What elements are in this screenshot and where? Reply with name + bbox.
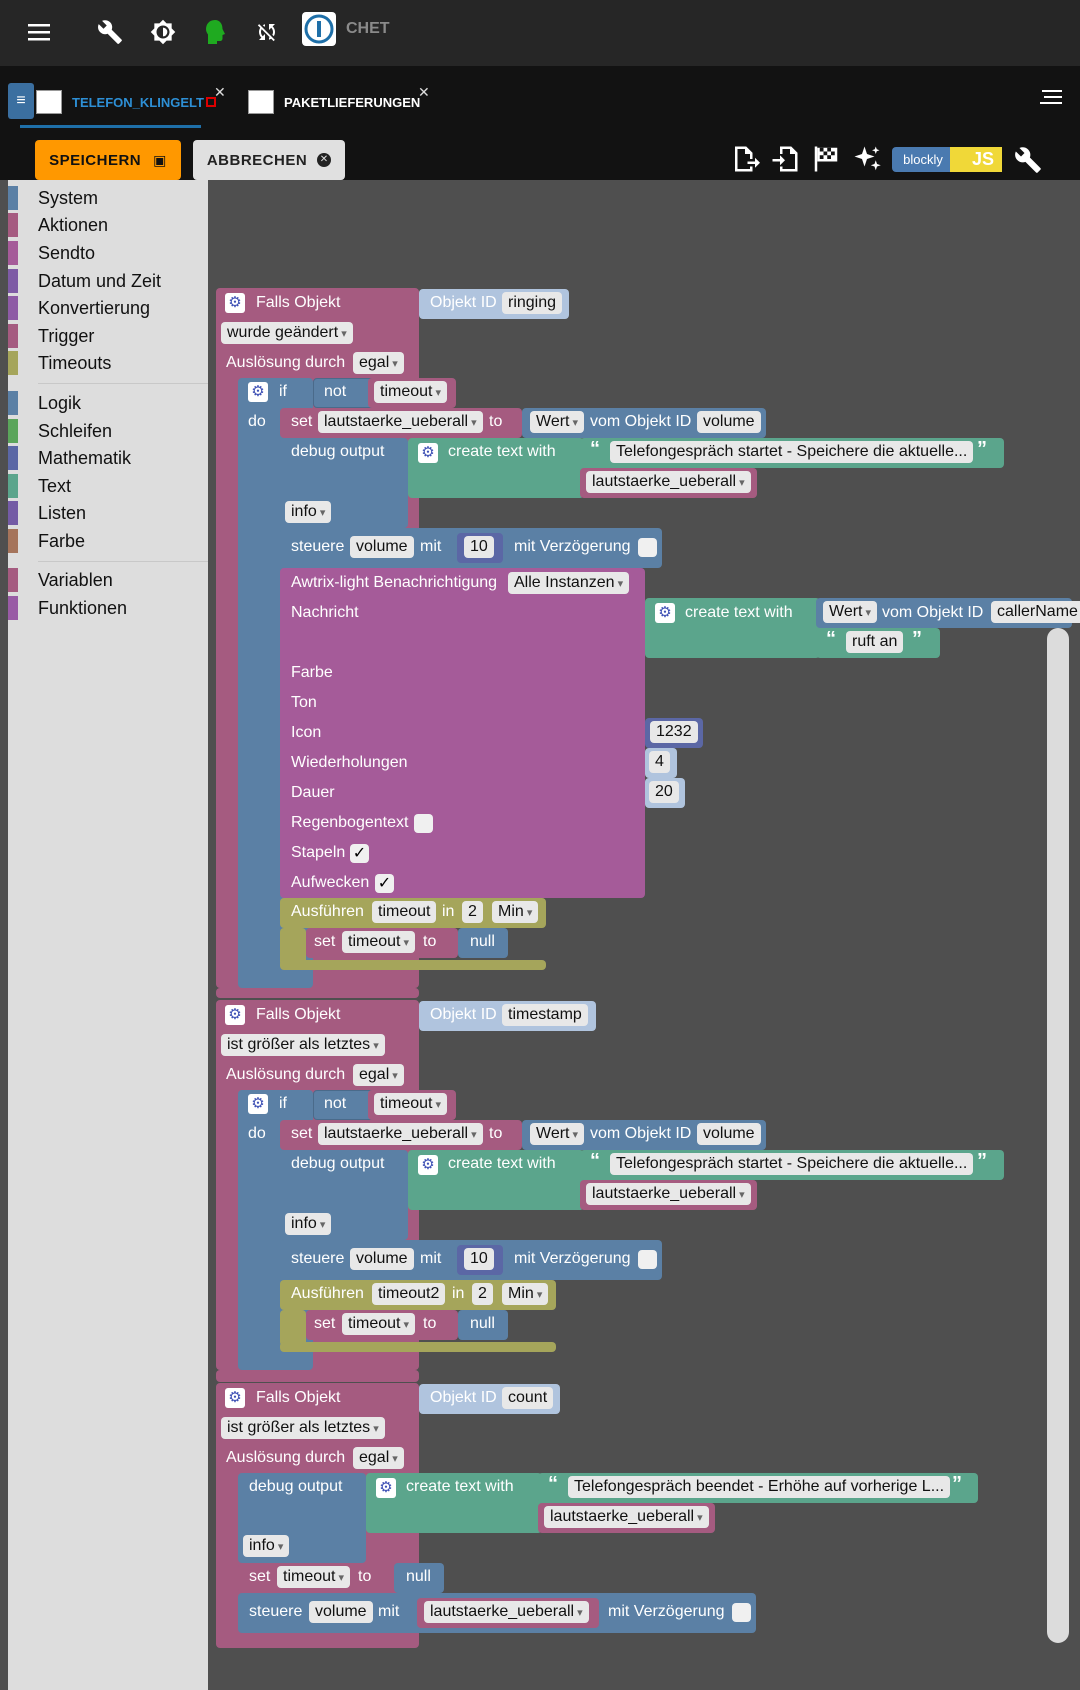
tab-close-icon[interactable]: ✕ (214, 84, 226, 100)
tab-close-icon[interactable]: ✕ (418, 84, 430, 100)
block-category-sidebar: System Aktionen Sendto Datum und Zeit Ko… (8, 180, 208, 1690)
variable-dropdown[interactable]: lautstaerke_ueberall (318, 411, 483, 433)
tab-paketlieferungen[interactable]: PAKETLIEFERUNGEN (248, 86, 420, 118)
import-icon[interactable] (770, 144, 800, 179)
category-datum-und-zeit[interactable]: Datum und Zeit (8, 268, 208, 294)
export-icon[interactable] (730, 144, 760, 179)
trigger-condition-dropdown[interactable]: ist größer als letztes (221, 1417, 385, 1439)
close-quote-icon: ” (977, 1150, 987, 1172)
tab-telefon-klingelt[interactable]: TELEFON_KLINGELT (36, 86, 216, 118)
rainbow-checkbox[interactable] (414, 814, 433, 833)
gear-icon[interactable]: ⚙ (225, 1005, 245, 1025)
sparkle-icon[interactable] (852, 144, 882, 179)
settings-wrench-icon[interactable] (1014, 146, 1042, 179)
stack-checkbox[interactable]: ✓ (350, 844, 369, 863)
null-block[interactable] (458, 1310, 508, 1340)
flag-checkered-icon[interactable] (811, 144, 841, 179)
category-trigger[interactable]: Trigger (8, 323, 208, 349)
top-bar: CHET (0, 0, 1080, 66)
category-farbe[interactable]: Farbe (8, 528, 208, 554)
null-block[interactable] (394, 1563, 444, 1593)
gear-icon[interactable]: ⚙ (248, 382, 268, 402)
tab-thumbnail-icon (36, 90, 62, 114)
category-system[interactable]: System (8, 185, 208, 211)
gear-icon[interactable]: ⚙ (418, 1155, 438, 1175)
workspace-scrollbar[interactable] (1047, 628, 1069, 1643)
cancel-circle-icon: ✕ (317, 153, 332, 167)
log-level-dropdown[interactable]: info (285, 501, 332, 523)
category-text[interactable]: Text (8, 473, 208, 499)
delay-checkbox[interactable] (732, 1603, 751, 1622)
category-separator (38, 383, 208, 384)
category-separator (38, 561, 208, 562)
delay-checkbox[interactable] (638, 538, 657, 557)
unsaved-indicator-icon (205, 97, 216, 107)
ausloesung-dropdown[interactable]: egal (353, 352, 404, 374)
trigger-condition-dropdown[interactable]: ist größer als letztes (221, 1034, 385, 1056)
category-schleifen[interactable]: Schleifen (8, 418, 208, 444)
blockly-js-toggle[interactable]: blockly JS (892, 147, 1002, 172)
category-variablen[interactable]: Variablen (8, 567, 208, 593)
gear-icon[interactable]: ⚙ (376, 1478, 396, 1498)
script-list-toggle-icon[interactable]: ≡ (8, 83, 34, 119)
gear-icon[interactable]: ⚙ (225, 1388, 245, 1408)
wakeup-checkbox[interactable]: ✓ (375, 874, 394, 893)
gear-icon[interactable]: ⚙ (248, 1094, 268, 1114)
awtrix-notification-block[interactable] (280, 568, 645, 898)
menu-icon[interactable] (24, 16, 56, 48)
category-listen[interactable]: Listen (8, 500, 208, 526)
tab-bar: ≡ TELEFON_KLINGELT ✕ PAKETLIEFERUNGEN ✕ (0, 66, 1080, 130)
iobroker-logo[interactable] (302, 12, 336, 46)
null-block[interactable] (458, 928, 508, 958)
sort-list-icon[interactable] (1040, 88, 1062, 111)
open-quote-icon: “ (826, 628, 836, 650)
brightness-icon[interactable] (147, 16, 179, 48)
trigger-condition-dropdown[interactable]: wurde geändert (221, 322, 353, 344)
save-button[interactable]: SPEICHERN ▣ (35, 140, 181, 180)
tab-thumbnail-icon (248, 90, 274, 114)
gear-icon[interactable]: ⚙ (655, 603, 675, 623)
active-tab-indicator (20, 125, 201, 128)
head-icon[interactable] (199, 16, 231, 48)
sync-off-icon[interactable] (251, 16, 283, 48)
gear-icon[interactable]: ⚙ (418, 443, 438, 463)
object-id-value[interactable]: ringing (502, 292, 563, 314)
category-sendto[interactable]: Sendto (8, 240, 208, 266)
delay-checkbox[interactable] (638, 1250, 657, 1269)
close-quote-icon: ” (952, 1473, 962, 1495)
wrench-icon[interactable] (94, 16, 126, 48)
category-konvertierung[interactable]: Konvertierung (8, 295, 208, 321)
close-quote-icon: ” (912, 628, 922, 650)
category-timeouts[interactable]: Timeouts (8, 350, 208, 376)
category-aktionen[interactable]: Aktionen (8, 212, 208, 238)
category-funktionen[interactable]: Funktionen (8, 595, 208, 621)
category-mathematik[interactable]: Mathematik (8, 445, 208, 471)
cancel-button[interactable]: ABBRECHEN ✕ (193, 140, 345, 180)
instance-dropdown[interactable]: Alle Instanzen (508, 572, 630, 594)
open-quote-icon: “ (590, 438, 600, 460)
open-quote-icon: “ (590, 1150, 600, 1172)
close-quote-icon: ” (977, 438, 987, 460)
timeout-var-dropdown[interactable]: timeout (374, 381, 448, 403)
floppy-icon: ▣ (153, 151, 167, 168)
category-logik[interactable]: Logik (8, 390, 208, 416)
gear-icon[interactable]: ⚙ (225, 293, 245, 313)
open-quote-icon: “ (548, 1473, 558, 1495)
brand-text: CHET (346, 20, 390, 37)
